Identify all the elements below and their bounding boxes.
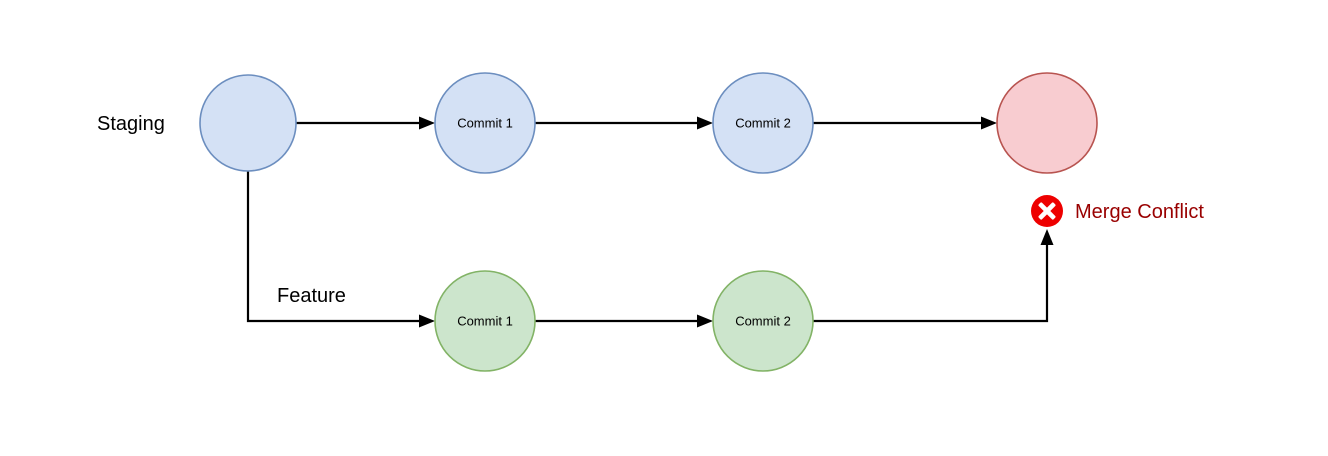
arrow-head-icon <box>697 314 713 328</box>
node-circle[interactable] <box>199 74 297 172</box>
edge-line <box>813 240 1049 323</box>
edge-feature-commit1-to-commit2 <box>535 314 713 328</box>
arrow-head-icon <box>1040 229 1054 245</box>
node-circle[interactable] <box>996 72 1098 174</box>
branch-label-feature: Feature <box>277 285 346 307</box>
merge-conflict-label: Merge Conflict <box>1075 201 1204 223</box>
node-label: Commit 1 <box>457 314 513 329</box>
node-feature-commit-1[interactable]: Commit 1 <box>434 270 536 372</box>
edge-line <box>246 171 424 323</box>
edge-staging-commit1-to-commit2 <box>535 116 713 130</box>
node-merge-target[interactable] <box>996 72 1098 174</box>
merge-conflict-marker[interactable]: Merge Conflict <box>1031 195 1204 227</box>
node-circle[interactable] <box>712 270 814 372</box>
arrow-head-icon <box>697 116 713 130</box>
node-label: Commit 2 <box>735 314 791 329</box>
node-circle[interactable] <box>434 72 536 174</box>
edge-staging-root-to-commit1 <box>296 116 435 130</box>
edge-staging-commit2-to-merge <box>813 116 997 130</box>
node-staging-root[interactable] <box>199 74 297 172</box>
node-circle[interactable] <box>712 72 814 174</box>
node-label: Commit 2 <box>735 116 791 131</box>
x-mark-icon <box>1038 202 1056 220</box>
node-label: Commit 1 <box>457 116 513 131</box>
arrow-head-icon <box>419 116 435 130</box>
node-circle[interactable] <box>434 270 536 372</box>
node-staging-commit-2[interactable]: Commit 2 <box>712 72 814 174</box>
edge-staging-branch-to-feature <box>246 171 435 328</box>
node-staging-commit-1[interactable]: Commit 1 <box>434 72 536 174</box>
node-feature-commit-2[interactable]: Commit 2 <box>712 270 814 372</box>
edge-feature-commit2-to-conflict <box>813 229 1054 323</box>
arrow-head-icon <box>419 314 435 328</box>
arrow-head-icon <box>981 116 997 130</box>
branch-label-staging: Staging <box>97 113 165 135</box>
